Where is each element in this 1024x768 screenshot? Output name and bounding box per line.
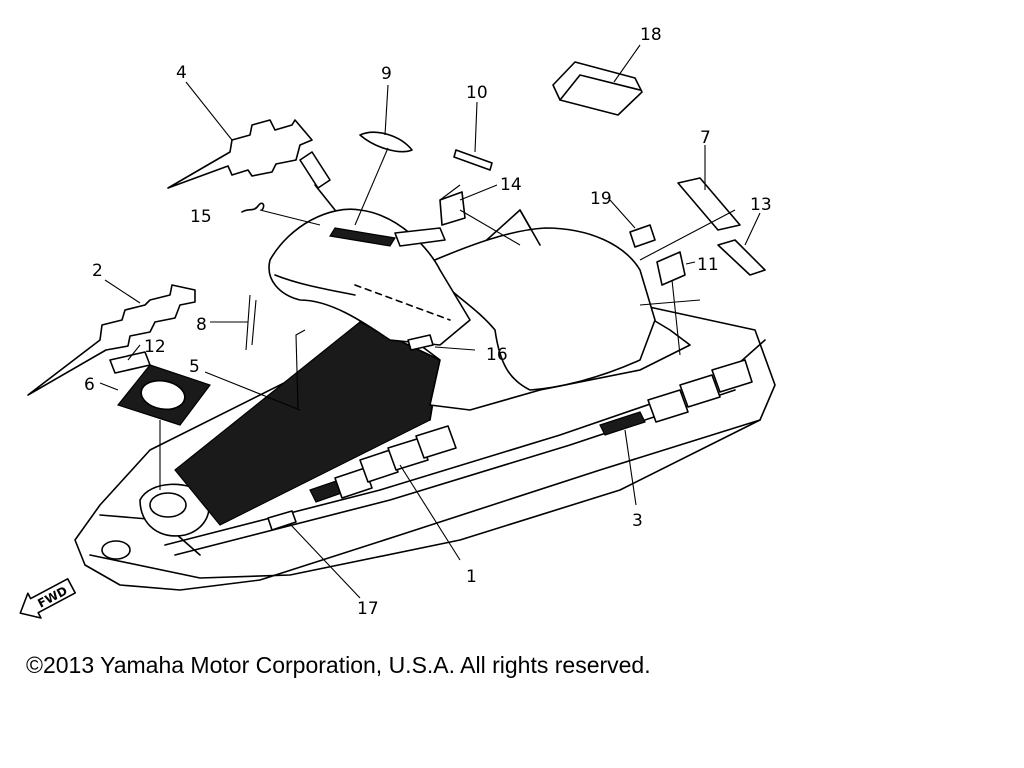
callout-numbers: 1 2 3 4 5 6 7 8 9 10 11 12 13 14 15 16 1… xyxy=(84,25,772,619)
side-vents-right xyxy=(599,359,753,436)
callout-4: 4 xyxy=(176,63,187,83)
pole-stripe xyxy=(329,227,396,247)
callout-5: 5 xyxy=(189,357,200,377)
callout-7: 7 xyxy=(700,128,711,148)
callout-6: 6 xyxy=(84,375,95,395)
callout-1: 1 xyxy=(466,567,477,587)
decal-17 xyxy=(267,510,297,531)
decal-15 xyxy=(241,202,265,213)
decal-16 xyxy=(407,334,434,351)
decal-6-circle xyxy=(140,379,186,411)
decal-10 xyxy=(453,149,493,171)
callout-10: 10 xyxy=(466,83,488,103)
decal-7 xyxy=(677,177,741,231)
callout-3: 3 xyxy=(632,511,643,531)
callout-13: 13 xyxy=(750,195,772,215)
callout-17: 17 xyxy=(357,599,379,619)
fwd-arrow: FWD xyxy=(19,578,77,619)
callout-14: 14 xyxy=(500,175,522,195)
copyright-notice: ©2013 Yamaha Motor Corporation, U.S.A. A… xyxy=(26,652,651,678)
decal-13 xyxy=(717,239,766,276)
callout-2: 2 xyxy=(92,261,103,281)
callout-16: 16 xyxy=(486,345,508,365)
callout-12: 12 xyxy=(144,337,166,357)
callout-9: 9 xyxy=(381,64,392,84)
seat xyxy=(429,227,656,391)
steering-cap xyxy=(149,492,187,518)
bow-eye xyxy=(101,540,131,560)
seat-assembly xyxy=(359,209,691,411)
callout-8: 8 xyxy=(196,315,207,335)
decal-18 xyxy=(552,61,643,116)
decal-5 xyxy=(295,329,306,409)
decal-4 xyxy=(167,119,313,189)
fwd-arrow-icon xyxy=(19,578,77,619)
decal-11 xyxy=(656,251,686,286)
handle-grip-left xyxy=(299,151,331,189)
callout-15: 15 xyxy=(190,207,212,227)
leader-lines xyxy=(99,44,761,599)
parts-diagram: 1 2 3 4 5 6 7 8 9 10 11 12 13 14 15 16 1… xyxy=(19,25,776,619)
handlebar-pole xyxy=(268,151,471,346)
callout-11: 11 xyxy=(697,255,719,275)
decal-2 xyxy=(27,284,196,396)
callout-19: 19 xyxy=(590,189,612,209)
callout-18: 18 xyxy=(640,25,662,45)
decal-19 xyxy=(629,224,656,248)
handle-grip-right xyxy=(394,227,446,247)
decal-9 xyxy=(359,131,413,153)
decal-14 xyxy=(439,191,466,226)
side-vents-left xyxy=(309,425,457,503)
